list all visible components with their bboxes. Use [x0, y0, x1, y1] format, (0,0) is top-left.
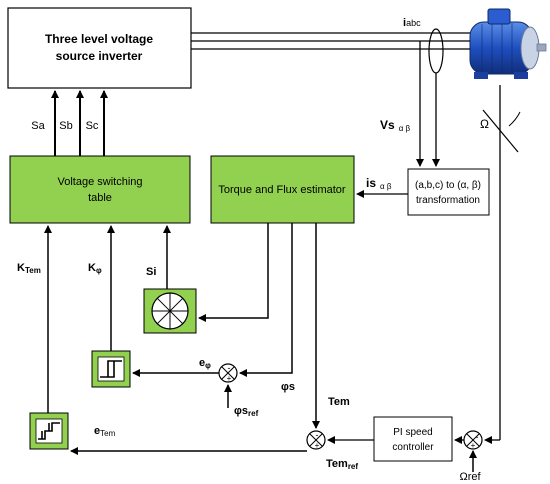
transformation-label-1: (a,b,c) to (α, β) — [415, 180, 481, 191]
inverter-block: Three level voltage source inverter — [7, 7, 192, 89]
phis-label: φs — [281, 381, 295, 393]
switching-table-label-2: table — [88, 192, 112, 204]
omega-ref-label: Ωref — [459, 471, 481, 483]
switching-signals: Sa Sb Sc — [31, 90, 108, 156]
e-tem-label: eTem — [94, 425, 116, 438]
si-label: Si — [146, 266, 156, 278]
three-level-hysteresis-icon — [29, 412, 69, 450]
k-tem-label: KTem — [17, 262, 41, 275]
sector-wheel-icon — [143, 288, 197, 334]
pi-label-2: controller — [392, 442, 434, 453]
speed-sum-plus: + — [471, 441, 476, 450]
k-phi-label: Kφ — [88, 262, 102, 275]
estimator-outputs — [198, 223, 320, 429]
torque-sum-minus: - — [316, 430, 319, 440]
sc-label: Sc — [86, 120, 99, 132]
torque-sum-plus: + — [315, 441, 320, 450]
inverter-label-2: source inverter — [56, 49, 143, 63]
measurement-lines — [416, 41, 440, 167]
sa-label: Sa — [31, 120, 45, 132]
flux-sum-plus: + — [227, 374, 232, 383]
speed-summing-junction: - + — [463, 430, 483, 450]
speed-sum-minus: - — [476, 432, 479, 442]
tem-label: Tem — [328, 396, 350, 408]
switching-table-block: Voltage switching table — [9, 155, 191, 224]
switching-table-inputs — [44, 225, 171, 413]
transformation-label-2: transformation — [416, 195, 480, 206]
pi-controller-block: PI speed controller — [373, 416, 453, 462]
sb-label: Sb — [59, 120, 72, 132]
e-phi-label: eφ — [199, 357, 211, 370]
estimator-block: Torque and Flux estimator — [210, 155, 355, 224]
estimator-label: Torque and Flux estimator — [218, 184, 346, 196]
phis-ref-label: φsref — [234, 405, 259, 418]
pi-label-1: PI speed — [393, 427, 432, 438]
inverter-label-1: Three level voltage — [45, 32, 153, 46]
electric-motor-photo — [458, 3, 548, 85]
iabc-label: iabc — [403, 17, 421, 29]
omega-label: Ω — [480, 117, 489, 131]
tem-ref-label: Temref — [326, 458, 358, 471]
switching-table-label-1: Voltage switching — [58, 176, 143, 188]
speed-feedback — [482, 85, 521, 444]
flux-summing-junction: - + — [218, 363, 238, 383]
two-level-hysteresis-icon — [91, 350, 131, 388]
flux-sum-minus: - — [228, 363, 231, 373]
phase-lines — [191, 28, 470, 74]
transformation-block: (a,b,c) to (α, β) transformation — [407, 168, 490, 216]
torque-summing-junction: - + — [306, 430, 326, 450]
